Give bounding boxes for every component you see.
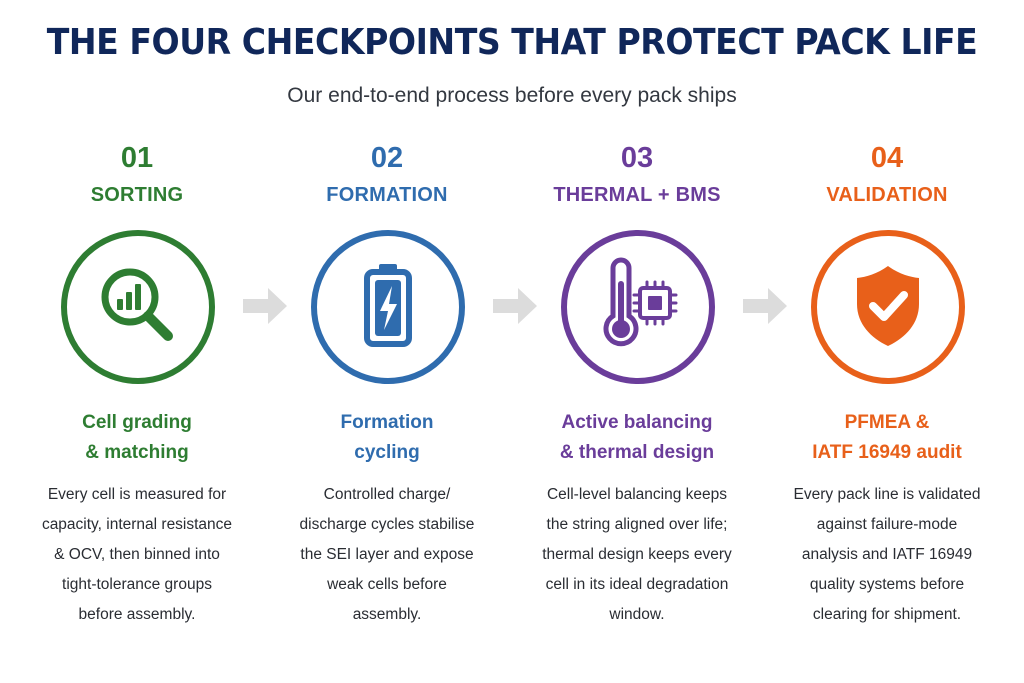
step-icon-ring bbox=[811, 230, 965, 384]
step-name: VALIDATION bbox=[826, 184, 948, 206]
step-name: THERMAL + BMS bbox=[553, 184, 721, 206]
step-description: Every pack line is validated against fai… bbox=[777, 480, 997, 630]
arrow-right-icon bbox=[491, 284, 539, 328]
step-number: 01 bbox=[120, 142, 154, 174]
step-number: 04 bbox=[870, 142, 904, 174]
step-description: Every cell is measured for capacity, int… bbox=[27, 480, 247, 630]
step-description: Cell-level balancing keeps the string al… bbox=[527, 480, 747, 630]
step-heading-line: & matching bbox=[85, 442, 189, 463]
page-subtitle: Our end-to-end process before every pack… bbox=[287, 84, 737, 107]
step-description: Controlled charge/ discharge cycles stab… bbox=[277, 480, 497, 630]
step-heading: Cell grading & matching bbox=[12, 408, 262, 468]
step-description-line: quality systems before bbox=[809, 576, 965, 593]
step-description-line: tight-tolerance groups bbox=[62, 576, 212, 593]
step-heading: Formation cycling bbox=[262, 408, 512, 468]
step-description-line: clearing for shipment. bbox=[812, 606, 962, 623]
step-number: 02 bbox=[370, 142, 404, 174]
step-description-line: cell in its ideal degradation bbox=[545, 576, 729, 593]
step-description-line: weak cells before bbox=[327, 576, 447, 593]
process-steps: 01 SORTING Cell grading & matching Every… bbox=[12, 138, 1012, 658]
step-description-line: window. bbox=[609, 606, 665, 623]
step-heading-line: cycling bbox=[354, 442, 420, 463]
step-heading-line: PFMEA & bbox=[844, 412, 930, 433]
step-icon-ring bbox=[561, 230, 715, 384]
step-icon-ring bbox=[61, 230, 215, 384]
step-heading: PFMEA & IATF 16949 audit bbox=[762, 408, 1012, 468]
page-title: THE FOUR CHECKPOINTS THAT PROTECT PACK L… bbox=[46, 22, 978, 63]
step-description-line: Controlled charge/ bbox=[323, 486, 451, 503]
step-description-line: Every cell is measured for bbox=[47, 486, 227, 503]
step-heading: Active balancing & thermal design bbox=[512, 408, 762, 468]
step-description-line: against failure-mode bbox=[816, 516, 958, 533]
step-icon-ring bbox=[311, 230, 465, 384]
step-description-line: Every pack line is validated bbox=[793, 486, 981, 503]
step-name: SORTING bbox=[90, 184, 184, 206]
step-heading-line: Active balancing bbox=[561, 412, 713, 433]
step-heading-line: Cell grading bbox=[82, 412, 192, 433]
step-description-line: & OCV, then binned into bbox=[54, 546, 220, 563]
arrow-right-icon bbox=[241, 284, 289, 328]
step-number: 03 bbox=[620, 142, 654, 174]
step-name: FORMATION bbox=[326, 184, 448, 206]
step-description-line: before assembly. bbox=[78, 606, 196, 623]
step-description-line: capacity, internal resistance bbox=[41, 516, 233, 533]
shield-check-icon bbox=[857, 266, 919, 346]
thermometer-chip-icon bbox=[603, 257, 678, 347]
step-heading-line: Formation bbox=[340, 412, 434, 433]
step-heading-line: IATF 16949 audit bbox=[812, 442, 962, 463]
step-description-line: analysis and IATF 16949 bbox=[801, 546, 973, 563]
step-description-line: the SEI layer and expose bbox=[300, 546, 474, 563]
arrow-right-icon bbox=[741, 284, 789, 328]
step-description-line: assembly. bbox=[352, 606, 422, 623]
step-description-line: Cell-level balancing keeps bbox=[546, 486, 728, 503]
magnifier-bar-chart-icon bbox=[101, 268, 173, 341]
step-description-line: discharge cycles stabilise bbox=[299, 516, 475, 533]
step-heading-line: & thermal design bbox=[559, 442, 715, 463]
step-description-line: the string aligned over life; bbox=[546, 516, 728, 533]
step-description-line: thermal design keeps every bbox=[542, 546, 732, 563]
battery-charging-icon bbox=[364, 264, 412, 347]
